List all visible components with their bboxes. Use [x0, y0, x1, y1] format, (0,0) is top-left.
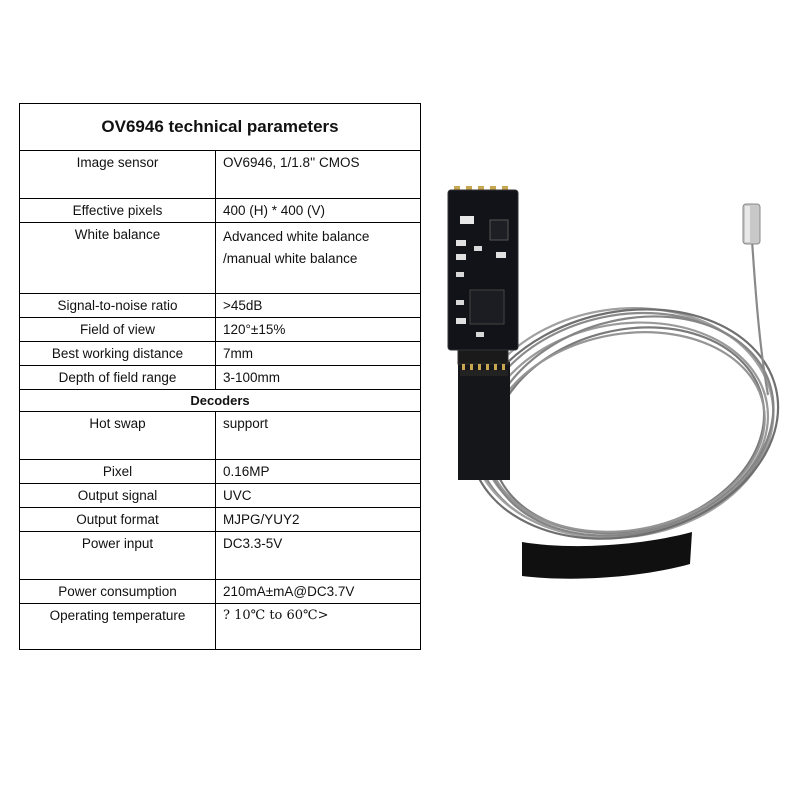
row-label: Image sensor	[19, 150, 216, 199]
row-label: Best working distance	[19, 341, 216, 366]
row-label: Operating temperature	[19, 603, 216, 650]
table-row: Output signal UVC	[19, 483, 421, 508]
table-row: Hot swap support	[19, 411, 421, 460]
row-label: Depth of field range	[19, 365, 216, 390]
row-label: Output format	[19, 507, 216, 532]
section-heading: Decoders	[19, 389, 421, 412]
row-value: OV6946, 1/1.8'' CMOS	[215, 150, 421, 199]
row-value: 7mm	[215, 341, 421, 366]
table-title-row: OV6946 technical parameters	[19, 103, 421, 151]
row-label: Pixel	[19, 459, 216, 484]
row-value: DC3.3-5V	[215, 531, 421, 580]
table-title: OV6946 technical parameters	[19, 103, 421, 151]
table-row: Operating temperature ? 10℃ to 60℃>	[19, 603, 421, 650]
table-row: Effective pixels 400 (H) * 400 (V)	[19, 198, 421, 223]
row-label: Power input	[19, 531, 216, 580]
row-value: MJPG/YUY2	[215, 507, 421, 532]
row-value: Advanced white balance /manual white bal…	[215, 222, 421, 294]
row-value-line2: /manual white balance	[223, 251, 358, 266]
table-row: Power input DC3.3-5V	[19, 531, 421, 580]
row-label: Effective pixels	[19, 198, 216, 223]
row-value: 210mA±mA@DC3.7V	[215, 579, 421, 604]
row-label: Power consumption	[19, 579, 216, 604]
row-label: Field of view	[19, 317, 216, 342]
board-lead	[458, 362, 510, 480]
section-row: Decoders	[19, 389, 421, 412]
row-label: Output signal	[19, 483, 216, 508]
table-row: Output format MJPG/YUY2	[19, 507, 421, 532]
table-row: Power consumption 210mA±mA@DC3.7V	[19, 579, 421, 604]
row-value: ? 10℃ to 60℃>	[215, 603, 421, 650]
row-value: UVC	[215, 483, 421, 508]
table-row: White balance Advanced white balance /ma…	[19, 222, 421, 294]
cable-tape	[522, 532, 692, 579]
table-row: Image sensor OV6946, 1/1.8'' CMOS	[19, 150, 421, 199]
camera-lead-wire	[750, 239, 770, 396]
row-value: >45dB	[215, 293, 421, 318]
row-label: Signal-to-noise ratio	[19, 293, 216, 318]
row-value: 120°±15%	[215, 317, 421, 342]
row-label: White balance	[19, 222, 216, 294]
pcb-board-icon	[447, 189, 519, 351]
row-value: 0.16MP	[215, 459, 421, 484]
row-value: support	[215, 411, 421, 460]
camera-module-with-cable-icon	[447, 186, 780, 579]
table-row: Signal-to-noise ratio >45dB	[19, 293, 421, 318]
table-row: Field of view 120°±15%	[19, 317, 421, 342]
table-row: Pixel 0.16MP	[19, 459, 421, 484]
specs-table: OV6946 technical parameters Image sensor…	[19, 103, 421, 650]
row-label: Hot swap	[19, 411, 216, 460]
row-value: 400 (H) * 400 (V)	[215, 198, 421, 223]
table-row: Best working distance 7mm	[19, 341, 421, 366]
row-value-line1: Advanced white balance	[223, 229, 370, 244]
table-row: Depth of field range 3-100mm	[19, 365, 421, 390]
row-value: 3-100mm	[215, 365, 421, 390]
